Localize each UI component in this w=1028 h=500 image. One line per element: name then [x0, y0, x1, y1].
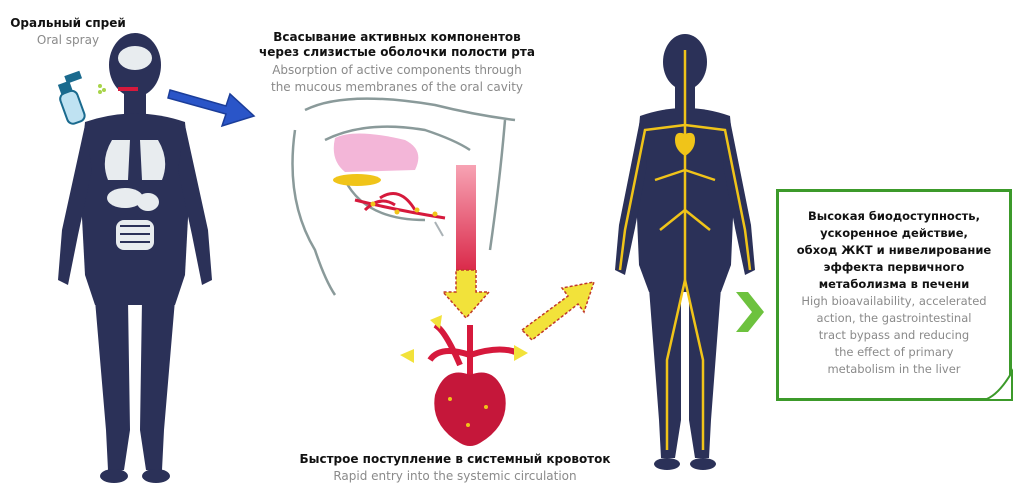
benefits-en-2: action, the gastrointestinal [816, 311, 972, 325]
heart-icon [400, 315, 528, 446]
absorption-label-en-2: the mucous membranes of the oral cavity [271, 80, 523, 94]
benefits-ru-3: обход ЖКТ и нивелирование [796, 243, 992, 257]
circulation-label-ru: Быстрое поступление в системный кровоток [299, 452, 611, 466]
circulatory-body-icon [615, 34, 755, 470]
absorption-label-ru-2: через слизистые оболочки полости рта [259, 45, 535, 59]
blue-arrow-icon [167, 89, 256, 128]
benefits-en-5: metabolism in the liver [827, 362, 961, 376]
benefits-en-1: High bioavailability, accelerated [801, 294, 987, 308]
yellow-down-arrow-icon [441, 269, 491, 320]
mouth-cross-section-icon [291, 97, 516, 296]
benefits-ru-1: Высокая биодоступность, [808, 209, 980, 223]
benefits-en-4: the effect of primary [834, 345, 954, 359]
spray-bottle-icon [57, 70, 106, 125]
tongue-icon [333, 133, 419, 172]
benefits-ru-5: метаболизма в печени [818, 277, 970, 291]
benefits-en-3: tract bypass and reducing [818, 328, 970, 342]
yellow-diagonal-arrow-icon [520, 281, 596, 341]
circulation-label-en: Rapid entry into the systemic circulatio… [333, 469, 577, 483]
oral-spray-label-en: Oral spray [36, 33, 100, 47]
absorption-label-ru-1: Всасывание активных компонентов [273, 30, 521, 44]
lungs-icon [104, 140, 166, 180]
page-curl-icon [983, 368, 1013, 401]
absorption-label-en-1: Absorption of active components through [272, 63, 522, 77]
human-body-icon [58, 33, 212, 483]
benefits-ru-2: ускоренное действие, [820, 226, 968, 240]
benefits-note: Высокая биодоступность, ускоренное дейст… [776, 189, 1012, 401]
oral-spray-label-ru: Оральный спрей [10, 16, 126, 30]
liver-icon [107, 188, 143, 208]
stomach-icon [137, 193, 159, 211]
green-chevron-icon [736, 292, 764, 332]
benefits-ru-4: эффекта первичного [823, 260, 965, 274]
brain-icon [118, 46, 152, 70]
blood-vessel-icon [456, 165, 476, 285]
